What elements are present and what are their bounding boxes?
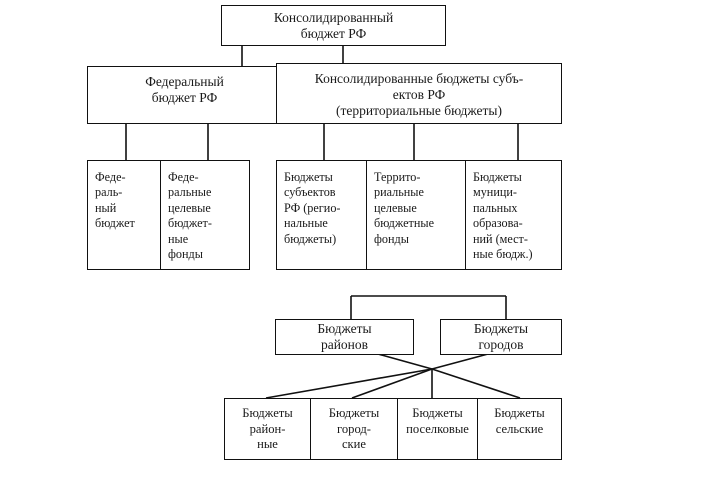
- node-subject-budgets[interactable]: Бюджеты субъектов РФ (регио- нальные бюд…: [276, 160, 367, 270]
- node-label: Консолидированные бюджеты субъ- ектов РФ…: [314, 71, 524, 119]
- link-hub-to-rural: [431, 368, 521, 399]
- node-consolidated-budgets-of-subjects[interactable]: Консолидированные бюджеты субъ- ектов РФ…: [276, 63, 562, 124]
- node-label: Бюджеты город- ские: [328, 406, 380, 452]
- node-municipal-budgets[interactable]: Бюджеты муници- пальных образова- ний (м…: [466, 160, 562, 270]
- link-cities-to-hub: [431, 353, 489, 370]
- node-label: Бюджеты муници- пальных образова- ний (м…: [473, 170, 533, 261]
- node-label: Бюджеты сельские: [494, 406, 545, 436]
- node-settlement-budgets[interactable]: Бюджеты поселковые: [398, 398, 478, 460]
- node-label: Бюджеты районов: [317, 321, 372, 352]
- node-rural-budgets[interactable]: Бюджеты сельские: [478, 398, 562, 460]
- link-hub-to-raion: [265, 368, 433, 399]
- node-label: Бюджеты район- ные: [242, 406, 293, 452]
- node-label: Федеральный бюджет РФ: [145, 74, 224, 106]
- node-label: Бюджеты городов: [473, 321, 529, 352]
- node-gorod-budgets[interactable]: Бюджеты город- ские: [311, 398, 398, 460]
- node-label: Бюджеты субъектов РФ (регио- нальные бюд…: [284, 170, 341, 246]
- node-federal-budget[interactable]: Феде- раль- ный бюджет: [87, 160, 161, 270]
- node-raion-budgets[interactable]: Бюджеты район- ные: [224, 398, 311, 460]
- node-label: Феде- раль- ный бюджет: [95, 170, 135, 231]
- node-label: Террито- риальные целевые бюджетные фонд…: [374, 170, 435, 246]
- node-federal-budget-rf[interactable]: Федеральный бюджет РФ: [87, 66, 282, 124]
- node-label: Консолидированный бюджет РФ: [273, 9, 394, 41]
- link-hub-to-gorod: [351, 368, 433, 399]
- node-label: Бюджеты поселковые: [406, 406, 469, 436]
- node-district-budgets[interactable]: Бюджеты районов: [275, 319, 414, 355]
- node-consolidated-budget-rf[interactable]: Консолидированный бюджет РФ: [221, 5, 446, 46]
- link-districts-to-hub: [377, 353, 433, 370]
- node-territorial-target-budget-funds[interactable]: Террито- риальные целевые бюджетные фонд…: [367, 160, 466, 270]
- node-label: Феде- ральные целевые бюджет- ные фонды: [168, 170, 212, 261]
- node-federal-target-budget-funds[interactable]: Феде- ральные целевые бюджет- ные фонды: [161, 160, 250, 270]
- node-city-budgets[interactable]: Бюджеты городов: [440, 319, 562, 355]
